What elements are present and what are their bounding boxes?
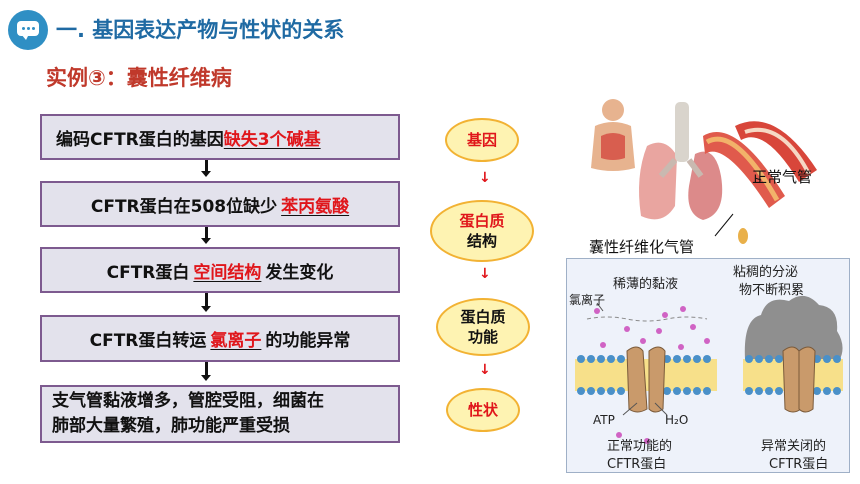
answer-phenylalanine: 苯丙氨酸 [281, 196, 350, 217]
answer-missing-bases: 缺失3个碱基 [223, 129, 321, 150]
membrane-diagram [575, 295, 843, 444]
flow-box-gene: 编码CFTR蛋白的基因 缺失3个碱基 [40, 114, 400, 160]
thick-secretion-label-2: 物不断积累 [739, 283, 805, 298]
cf-trachea-label: 囊性纤维化气管 [589, 238, 695, 256]
answer-chloride-ion: 氯离子 [210, 331, 262, 351]
red-down-arrow-icon: ↓ [479, 362, 491, 378]
flow-box-amino-acid-text: CFTR蛋白在508位缺少 [90, 196, 278, 217]
flow-connector [205, 362, 208, 376]
flow-box-transport: CFTR蛋白转运 氯离子 的功能异常 [40, 315, 400, 362]
water-label: H₂O [665, 413, 689, 427]
example-title: 实例③：囊性纤维病 [46, 66, 232, 90]
down-arrow-icon [201, 171, 211, 177]
normal-trachea-label: 正常气管 [752, 168, 813, 186]
flow-connector [205, 160, 208, 172]
section-title: 一. 基因表达产物与性状的关系 [56, 18, 345, 42]
red-down-arrow-icon: ↓ [479, 266, 491, 282]
normal-cftr-label-1: 正常功能的 [607, 439, 673, 454]
answer-spatial-structure: 空间结构 [193, 262, 262, 283]
membrane-bilayer-right [743, 346, 843, 413]
human-figure-icon [591, 99, 635, 171]
oval-protein-structure: 蛋白质 结构 [430, 200, 534, 262]
down-arrow-icon [201, 238, 211, 244]
flow-connector [205, 293, 208, 307]
flow-box-symptoms: 支气管黏液增多，管腔受阻，细菌在 肺部大量繁殖，肺功能严重受损 [40, 385, 400, 443]
flow-box-transport-suffix: 的功能异常 [265, 331, 351, 351]
flow-box-gene-text: 编码CFTR蛋白的基因 [56, 129, 224, 150]
chloride-label: 氯离子 [569, 293, 606, 307]
normal-cftr-label-2: CFTR蛋白 [607, 457, 667, 472]
atp-label: ATP [593, 413, 615, 427]
flow-box-structure-suffix: 发生变化 [265, 262, 334, 283]
flow-box-amino-acid: CFTR蛋白在508位缺少 苯丙氨酸 [40, 181, 400, 227]
thin-mucus-label: 稀薄的黏液 [613, 277, 679, 292]
flow-box-transport-text: CFTR蛋白转运 [89, 331, 207, 351]
lung-icon [639, 102, 723, 220]
oval-trait-text: 性状 [467, 401, 498, 419]
chloride-ion-dots [594, 306, 710, 444]
red-down-arrow-icon: ↓ [479, 170, 491, 186]
symptoms-line-1: 支气管黏液增多，管腔受阻，细菌在 [52, 391, 324, 411]
symptoms-line-2: 肺部大量繁殖，肺功能严重受损 [52, 416, 290, 436]
oval-protein-function: 蛋白质 功能 [436, 298, 530, 356]
closed-cftr-label-1: 异常关闭的 [761, 439, 827, 454]
down-arrow-icon [201, 306, 211, 312]
trachea-tube-icon [703, 121, 817, 244]
oval-gene: 基因 [445, 118, 519, 162]
closed-cftr-label-2: CFTR蛋白 [769, 457, 829, 472]
oval-protein-function-line2: 功能 [467, 328, 498, 346]
chat-bubble-icon [8, 10, 48, 50]
oval-trait: 性状 [446, 388, 520, 432]
flow-box-structure: CFTR蛋白 空间结构 发生变化 [40, 247, 400, 293]
membrane-bilayer-left [575, 346, 717, 413]
flow-connector [205, 227, 208, 239]
lung-trachea-illustration [591, 99, 817, 244]
oval-gene-text: 基因 [466, 131, 497, 149]
oval-protein-structure-line1: 蛋白质 [459, 212, 505, 230]
flow-box-structure-text: CFTR蛋白 [106, 262, 190, 283]
oval-protein-function-line1: 蛋白质 [460, 308, 506, 326]
down-arrow-icon [201, 375, 211, 381]
thick-secretion-label-1: 粘稠的分泌 [733, 265, 799, 280]
cell-membrane-panel: 稀薄的黏液 氯离子 粘稠的分泌 物不断积累 ATP H₂O 正常功能的 CFTR… [566, 258, 850, 473]
oval-protein-structure-line2: 结构 [466, 232, 497, 250]
